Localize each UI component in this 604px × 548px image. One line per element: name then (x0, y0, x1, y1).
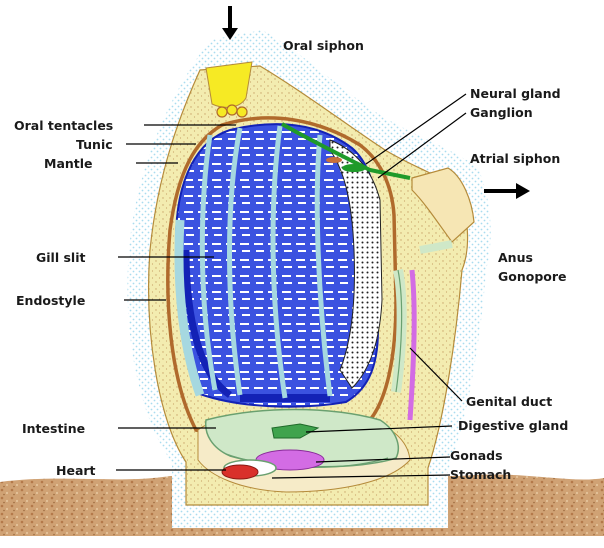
label-mantle: Mantle (44, 156, 93, 171)
label-endostyle: Endostyle (16, 293, 85, 308)
label-anus: Anus (498, 250, 533, 265)
label-tunic: Tunic (76, 137, 113, 152)
heart (222, 465, 258, 479)
label-oral-tentacles: Oral tentacles (14, 118, 113, 133)
label-heart: Heart (56, 463, 96, 478)
oral-tentacles (217, 105, 247, 117)
label-stomach: Stomach (450, 467, 511, 482)
label-ganglion: Ganglion (470, 105, 533, 120)
label-digestive-gland: Digestive gland (458, 418, 568, 433)
label-gill-slit: Gill slit (36, 250, 85, 265)
label-intestine: Intestine (22, 421, 85, 436)
label-gonads: Gonads (450, 448, 503, 463)
label-neural-gland: Neural gland (470, 86, 561, 101)
label-gonopore: Gonopore (498, 269, 567, 284)
label-atrial-siphon: Atrial siphon (470, 151, 560, 166)
label-oral-siphon: Oral siphon (283, 38, 364, 53)
label-genital-duct: Genital duct (466, 394, 552, 409)
